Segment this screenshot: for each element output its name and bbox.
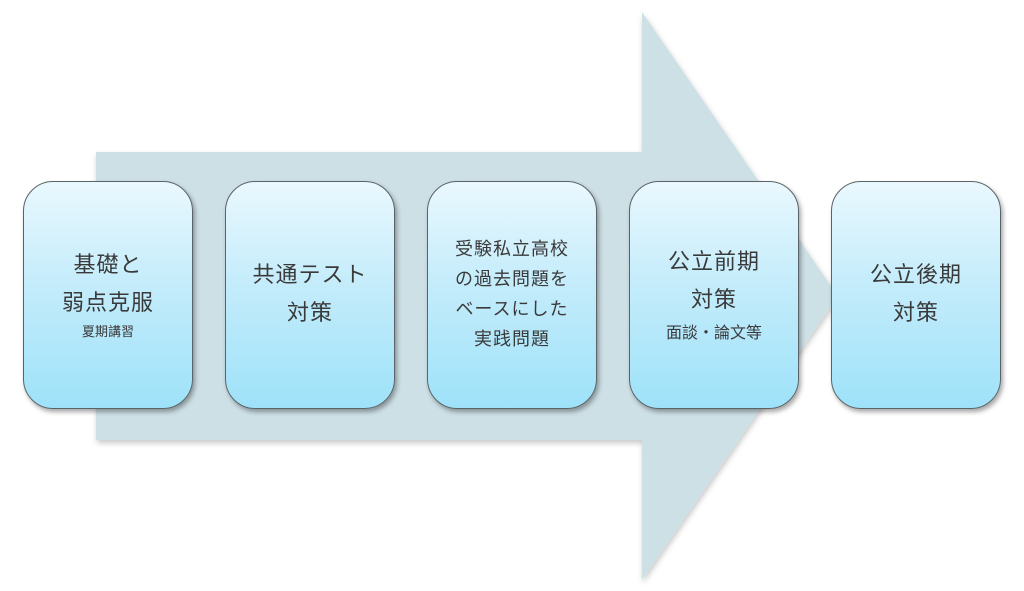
step-5-title-line-2: 対策 — [892, 301, 939, 326]
step-1-subtitle-line-1: 夏期講習 — [81, 325, 134, 340]
step-4-title-line-2: 対策 — [690, 288, 737, 313]
step-3-title-line-2: の過去問題を — [455, 269, 569, 290]
step-1-title-line-1: 基礎と — [73, 253, 143, 278]
step-2-common-test: 共通テスト 対策 — [225, 181, 395, 409]
step-1-title: 基礎と 弱点克服 — [62, 247, 154, 323]
step-4-subtitle: 面談・論文等 — [666, 320, 762, 346]
step-4-subtitle-line-1: 面談・論文等 — [665, 323, 762, 342]
step-2-title-line-2: 対策 — [286, 301, 333, 326]
step-5-public-late: 公立後期 対策 — [831, 181, 1001, 409]
step-1-basics: 基礎と 弱点克服 夏期講習 — [23, 181, 193, 409]
step-3-private-exam-practice: 受験私立高校 の過去問題を ベースにした 実践問題 — [427, 181, 597, 409]
step-3-title-line-3: ベースにした — [455, 299, 569, 320]
step-3-title-line-4: 実践問題 — [474, 329, 550, 350]
step-1-subtitle: 夏期講習 — [82, 323, 134, 343]
step-4-public-early: 公立前期 対策 面談・論文等 — [629, 181, 799, 409]
step-5-title: 公立後期 対策 — [870, 257, 962, 333]
step-4-title: 公立前期 対策 — [668, 244, 760, 320]
step-1-title-line-2: 弱点克服 — [61, 291, 154, 316]
step-3-title-line-1: 受験私立高校 — [455, 239, 569, 260]
step-2-title: 共通テスト 対策 — [252, 257, 367, 333]
step-5-title-line-1: 公立後期 — [869, 263, 962, 288]
step-4-title-line-1: 公立前期 — [667, 250, 760, 275]
step-2-title-line-1: 共通テスト — [252, 263, 368, 288]
step-3-title: 受験私立高校 の過去問題を ベースにした 実践問題 — [455, 235, 569, 355]
